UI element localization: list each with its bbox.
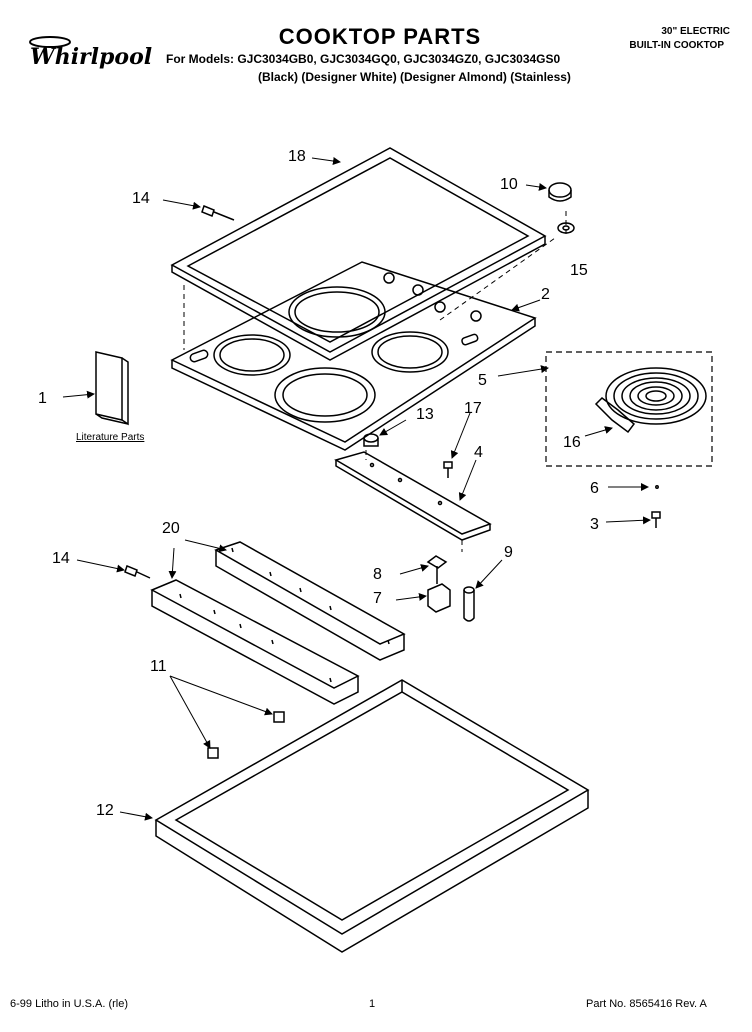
callout-5: 5 [478,372,487,389]
callout-14-bottom: 14 [52,550,70,567]
clip-part-8 [426,555,448,569]
callout-10: 10 [500,176,518,193]
screw-part-14-top [201,205,235,221]
brand-wordmark: Whirlpool [30,44,152,70]
switch-part-7 [427,566,451,613]
callout-14-top: 14 [132,190,150,207]
bracket-part-4 [334,451,492,541]
callout-11: 11 [150,658,167,675]
callout-7: 7 [373,590,382,607]
literature-parts-label: Literature Parts [76,432,145,443]
callout-9: 9 [504,544,513,561]
callout-16: 16 [563,434,581,451]
element-group-part-5 [545,351,713,467]
indicator-light-part-9 [463,586,475,622]
clip-part-11-right [273,711,285,723]
screw-part-17 [443,461,453,478]
callout-12: 12 [96,802,114,819]
product-type: 30" ELECTRIC [661,26,730,37]
models-line: For Models: GJC3034GB0, GJC3034GQ0, GJC3… [166,52,561,66]
callout-8: 8 [373,566,382,583]
bezel-part-15 [557,222,575,234]
callout-18: 18 [288,148,306,165]
finishes-line: (Black) (Designer White) (Designer Almon… [258,70,571,84]
callout-4: 4 [474,444,483,461]
footer-part-number: Part No. 8565416 Rev. A [586,998,707,1010]
glass-cooktop-part-2 [170,261,537,451]
clip-part-11-left [207,747,219,759]
literature-part-1 [95,351,129,426]
callout-17: 17 [464,400,482,417]
callout-6: 6 [590,480,599,497]
callout-2: 2 [541,286,550,303]
trim-frame-part-18 [170,147,547,361]
callout-20: 20 [162,520,180,537]
whirlpool-logo: Whirlpool [28,34,152,78]
callout-15: 15 [570,262,588,279]
knob-part-10 [548,182,572,202]
callout-1: 1 [38,390,47,407]
callout-13: 13 [416,406,434,423]
screw-part-14-bottom [124,565,151,579]
radiant-element-part-16 [594,367,707,434]
product-subtype: BUILT-IN COOKTOP [629,40,724,51]
footer-print-info: 6-99 Litho in U.S.A. (rle) [10,998,128,1010]
page-title: COOKTOP PARTS [278,24,482,49]
callout-3: 3 [590,516,599,533]
clip-part-6 [655,485,659,489]
control-bracket-part-20-lower [150,579,360,705]
burner-box-part-12 [154,679,590,953]
clip-part-13 [363,433,379,447]
control-bracket-part-20-upper [214,541,406,661]
footer-page-number: 1 [369,998,376,1010]
screw-part-3 [651,511,661,528]
